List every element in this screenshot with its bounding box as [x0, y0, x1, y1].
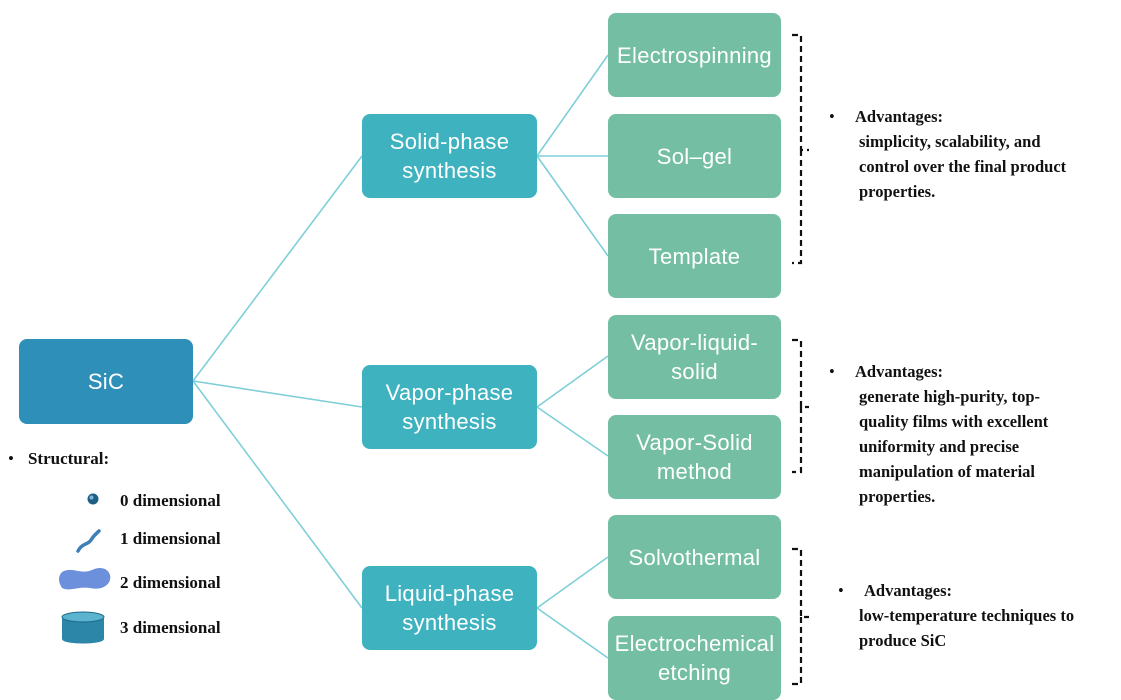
technique-node-electrochemical-etching: Electrochemical etching — [608, 616, 781, 700]
technique-node-electrospinning: Electrospinning — [608, 13, 781, 97]
technique-node-template: Template — [608, 214, 781, 298]
method-node-liquid-phase: Liquid-phase synthesis — [362, 566, 537, 650]
method-label: Liquid-phase synthesis — [384, 581, 515, 635]
structural-icons — [59, 493, 111, 644]
technique-node-vapor-liquid-solid: Vapor-liquid-solid — [608, 315, 781, 399]
bracket-liquid — [792, 547, 809, 686]
technique-label: Template — [648, 243, 741, 269]
structural-title: •Structural: — [8, 449, 110, 468]
connector-liquid-etching — [536, 607, 609, 659]
sphere-icon — [87, 493, 99, 505]
connector-solid-electrospinning — [536, 54, 609, 157]
technique-node-sol-gel: Sol–gel — [608, 114, 781, 198]
legend-label-2d: 2 dimensional — [120, 573, 221, 592]
technique-label: Solvothermal — [628, 544, 761, 570]
technique-label: Sol–gel — [656, 143, 733, 169]
technique-label: Vapor-liquid-solid — [631, 330, 758, 384]
advantages-text: low-temperature techniques to produce Si… — [859, 606, 1075, 650]
advantages-text: generate high-purity, top- quality films… — [859, 387, 1049, 506]
technique-label: Electrochemical etching — [614, 631, 775, 685]
advantages-heading: Advantages: — [838, 578, 1121, 603]
structural-title-text: Structural: — [27, 449, 110, 468]
brackets — [792, 33, 809, 686]
technique-label: Electrospinning — [617, 42, 772, 68]
method-node-solid-phase: Solid-phase synthesis — [362, 114, 537, 198]
legend-label-1d: 1 dimensional — [120, 529, 221, 548]
legend-label-0d: 0 dimensional — [120, 491, 221, 510]
connector-root-liquid — [192, 380, 363, 609]
legend-label-3d: 3 dimensional — [120, 618, 221, 637]
root-label: SiC — [87, 369, 125, 394]
advantages-solid-phase: Advantages: simplicity, scalability, and… — [829, 104, 1119, 204]
advantages-heading: Advantages: — [829, 359, 1119, 384]
technique-label: Vapor-Solid method — [636, 430, 753, 484]
cylinder-icon — [61, 611, 105, 644]
advantages-liquid-phase: Advantages: low-temperature techniques t… — [838, 578, 1121, 653]
method-node-vapor-phase: Vapor-phase synthesis — [362, 365, 537, 449]
sheet-icon — [59, 567, 111, 590]
bracket-solid — [792, 33, 809, 265]
connector-liquid-solvothermal — [536, 556, 609, 609]
method-label: Solid-phase synthesis — [389, 129, 510, 183]
technique-node-solvothermal: Solvothermal — [608, 515, 781, 599]
technique-node-vapor-solid: Vapor-Solid method — [608, 415, 781, 499]
advantages-text: simplicity, scalability, and control ove… — [859, 132, 1067, 201]
bracket-vapor — [792, 338, 809, 474]
connector-root-solid — [192, 155, 363, 382]
root-node-sic: SiC — [19, 339, 193, 424]
connector-vapor-vs — [536, 406, 609, 457]
advantages-heading: Advantages: — [829, 104, 1119, 129]
connector-vapor-vls — [536, 355, 609, 408]
connector-solid-template — [536, 155, 609, 257]
wire-icon — [76, 529, 101, 553]
advantages-vapor-phase: Advantages: generate high-purity, top- q… — [829, 359, 1119, 509]
connector-root-vapor — [192, 380, 363, 408]
connector-lines — [192, 54, 609, 659]
method-label: Vapor-phase synthesis — [385, 380, 514, 434]
